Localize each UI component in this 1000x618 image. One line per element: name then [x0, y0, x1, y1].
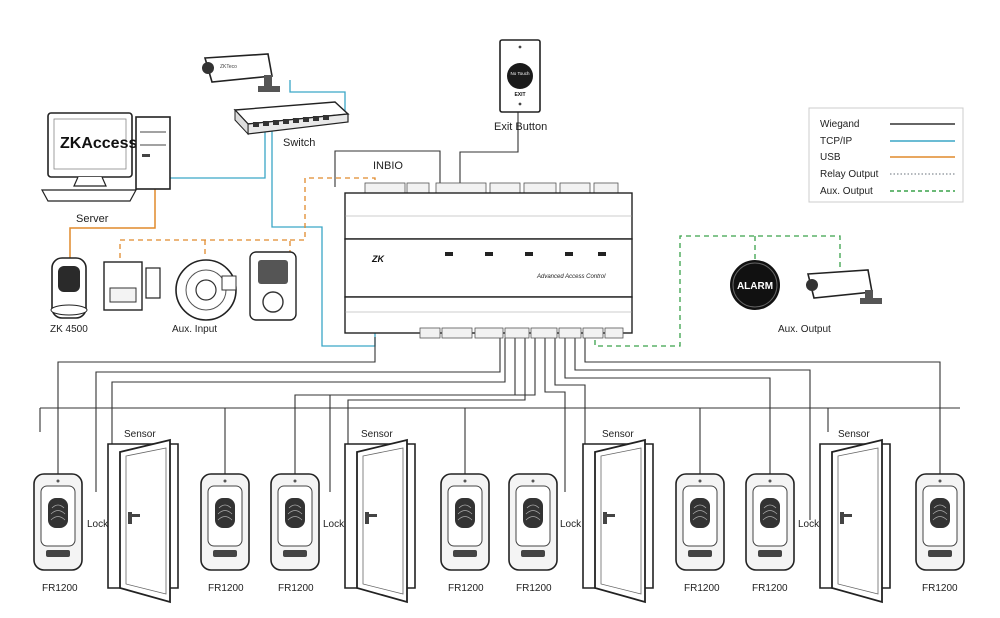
controller-text: Advanced Access Control — [536, 274, 606, 280]
zk4500-fingerprint-reader — [50, 257, 88, 319]
zk4500-label: ZK 4500 — [50, 324, 88, 335]
door-icon — [582, 439, 654, 603]
alarm-text: ALARM — [737, 281, 773, 292]
fr1200-reader — [200, 473, 250, 571]
reader-label: FR1200 — [42, 583, 78, 594]
legend-label-relay: Relay Output — [820, 169, 879, 180]
network-switch — [233, 101, 350, 136]
monitor-brand: ZKAccess — [60, 135, 137, 152]
door-group-1: Sensor Lock FR1200 FR1200 — [33, 429, 250, 603]
alarm-siren: ALARM — [730, 260, 780, 310]
reader-label: FR1200 — [684, 583, 720, 594]
reader-label: FR1200 — [208, 583, 244, 594]
aux-output-label: Aux. Output — [778, 324, 831, 335]
door-icon — [107, 439, 179, 603]
lock-label: Lock — [560, 519, 582, 530]
aux-input-wires — [119, 177, 376, 258]
fr1200-reader — [270, 473, 320, 571]
reader-label: FR1200 — [448, 583, 484, 594]
sensor-label: Sensor — [124, 429, 156, 440]
aux-input-label: Aux. Input — [172, 324, 217, 335]
legend-label-tcpip: TCP/IP — [820, 136, 853, 147]
fr1200-reader — [745, 473, 795, 571]
usb-wires — [69, 187, 156, 258]
svg-text:ZK: ZK — [371, 254, 385, 264]
switch-label: Switch — [283, 137, 315, 149]
aux-input-devices — [103, 251, 297, 321]
door-group-3: Sensor Lock FR1200 FR1200 — [508, 429, 725, 603]
fr1200-reader — [508, 473, 558, 571]
exit-button-label: Exit Button — [494, 121, 547, 133]
lock-label: Lock — [798, 519, 820, 530]
aux-output-wires — [594, 235, 841, 347]
aux-output-camera — [806, 269, 882, 304]
fr1200-reader — [33, 473, 83, 571]
sensor-label: Sensor — [602, 429, 634, 440]
inbio-controller: ZK Advanced Access Control — [344, 182, 633, 339]
legend-label-aux-output: Aux. Output — [820, 186, 873, 197]
fr1200-reader — [675, 473, 725, 571]
door-group-2: Sensor Lock FR1200 FR1200 — [270, 429, 490, 603]
exit-sub-text: EXIT — [514, 92, 525, 98]
legend-label-usb: USB — [820, 152, 841, 163]
reader-label: FR1200 — [752, 583, 788, 594]
lock-label: Lock — [323, 519, 345, 530]
door-icon — [819, 439, 891, 603]
controller-label: INBIO — [373, 160, 403, 172]
exit-face-text: No Touch — [511, 71, 530, 76]
server-label: Server — [76, 213, 109, 225]
fr1200-reader — [440, 473, 490, 571]
sensor-label: Sensor — [838, 429, 870, 440]
reader-label: FR1200 — [922, 583, 958, 594]
sensor-label: Sensor — [361, 429, 393, 440]
legend: Wiegand TCP/IP USB Relay Output Aux. Out… — [808, 107, 964, 203]
door-icon — [344, 439, 416, 603]
reader-label: FR1200 — [516, 583, 552, 594]
door-group-4: Sensor Lock FR1200 FR1200 — [745, 429, 965, 603]
server-computer: ZKAccess — [40, 112, 171, 202]
reader-label: FR1200 — [278, 583, 314, 594]
exit-button-device: No Touch EXIT — [499, 39, 541, 113]
legend-label-wiegand: Wiegand — [820, 119, 859, 130]
lock-label: Lock — [87, 519, 109, 530]
camera-icon: ZKTeco — [202, 53, 280, 92]
fr1200-reader — [915, 473, 965, 571]
svg-text:ZKTeco: ZKTeco — [220, 64, 237, 70]
